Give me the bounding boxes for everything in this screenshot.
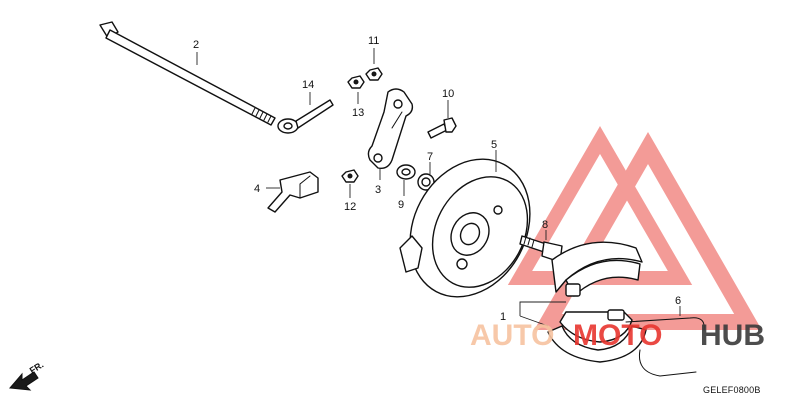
part-3-brake-arm xyxy=(367,88,414,170)
callout-3-label: 3 xyxy=(375,184,381,196)
callout-8: 8 xyxy=(542,219,548,240)
part-13-nut xyxy=(347,75,365,89)
callout-6: 6 xyxy=(675,295,681,316)
watermark-text-auto: AUTO xyxy=(470,319,554,352)
callout-4: 4 xyxy=(254,183,280,195)
callout-6-label: 6 xyxy=(675,295,681,307)
part-4-stopper xyxy=(267,171,319,213)
watermark-text-hub: HUB xyxy=(700,319,765,352)
direction-label: FR. xyxy=(28,360,46,376)
part-10-bolt xyxy=(427,117,457,139)
callout-5-label: 5 xyxy=(491,139,497,151)
callout-14-label: 14 xyxy=(302,79,314,91)
callout-10: 10 xyxy=(442,88,454,118)
part-1-brake-shoe-upper xyxy=(551,241,643,297)
part-9-washer xyxy=(396,164,416,180)
front-direction-indicator: FR. xyxy=(8,360,46,391)
part-6-spring xyxy=(625,317,705,377)
callout-12-label: 12 xyxy=(344,201,356,213)
diagram-code: GELEF0800B xyxy=(703,385,761,395)
watermark-logo xyxy=(507,126,762,330)
callout-10-label: 10 xyxy=(442,88,454,100)
part-12-nut xyxy=(341,169,359,183)
callout-14: 14 xyxy=(302,79,314,105)
callout-1-label: 1 xyxy=(500,311,506,323)
part-11-nut xyxy=(365,67,383,81)
callout-7: 7 xyxy=(427,151,433,174)
callout-13: 13 xyxy=(352,92,364,119)
part-2-axle-bolt xyxy=(99,21,276,126)
callout-11-label: 11 xyxy=(368,35,379,47)
callout-9-label: 9 xyxy=(398,199,404,211)
front-arrow-icon xyxy=(8,371,39,391)
callout-8-label: 8 xyxy=(542,219,548,231)
callout-4-label: 4 xyxy=(254,183,260,195)
triangle-logo-icon xyxy=(507,126,762,330)
part-5-brake-panel xyxy=(399,158,531,298)
callout-5: 5 xyxy=(491,139,497,172)
callout-1: 1 xyxy=(500,301,566,327)
watermark-text-moto: MOTO xyxy=(573,319,662,352)
callout-13-label: 13 xyxy=(352,107,364,119)
callout-12: 12 xyxy=(344,184,356,213)
callout-2-label: 2 xyxy=(193,39,199,51)
part-1-brake-shoe-lower xyxy=(547,309,647,363)
callout-2: 2 xyxy=(193,39,199,65)
callout-3: 3 xyxy=(375,168,381,196)
part-14-adjuster xyxy=(277,99,334,134)
callout-11: 11 xyxy=(368,35,379,64)
callout-7-label: 7 xyxy=(427,151,433,163)
callout-9: 9 xyxy=(398,180,405,211)
watermark-text: AUTO MOTO HUB xyxy=(470,319,765,352)
